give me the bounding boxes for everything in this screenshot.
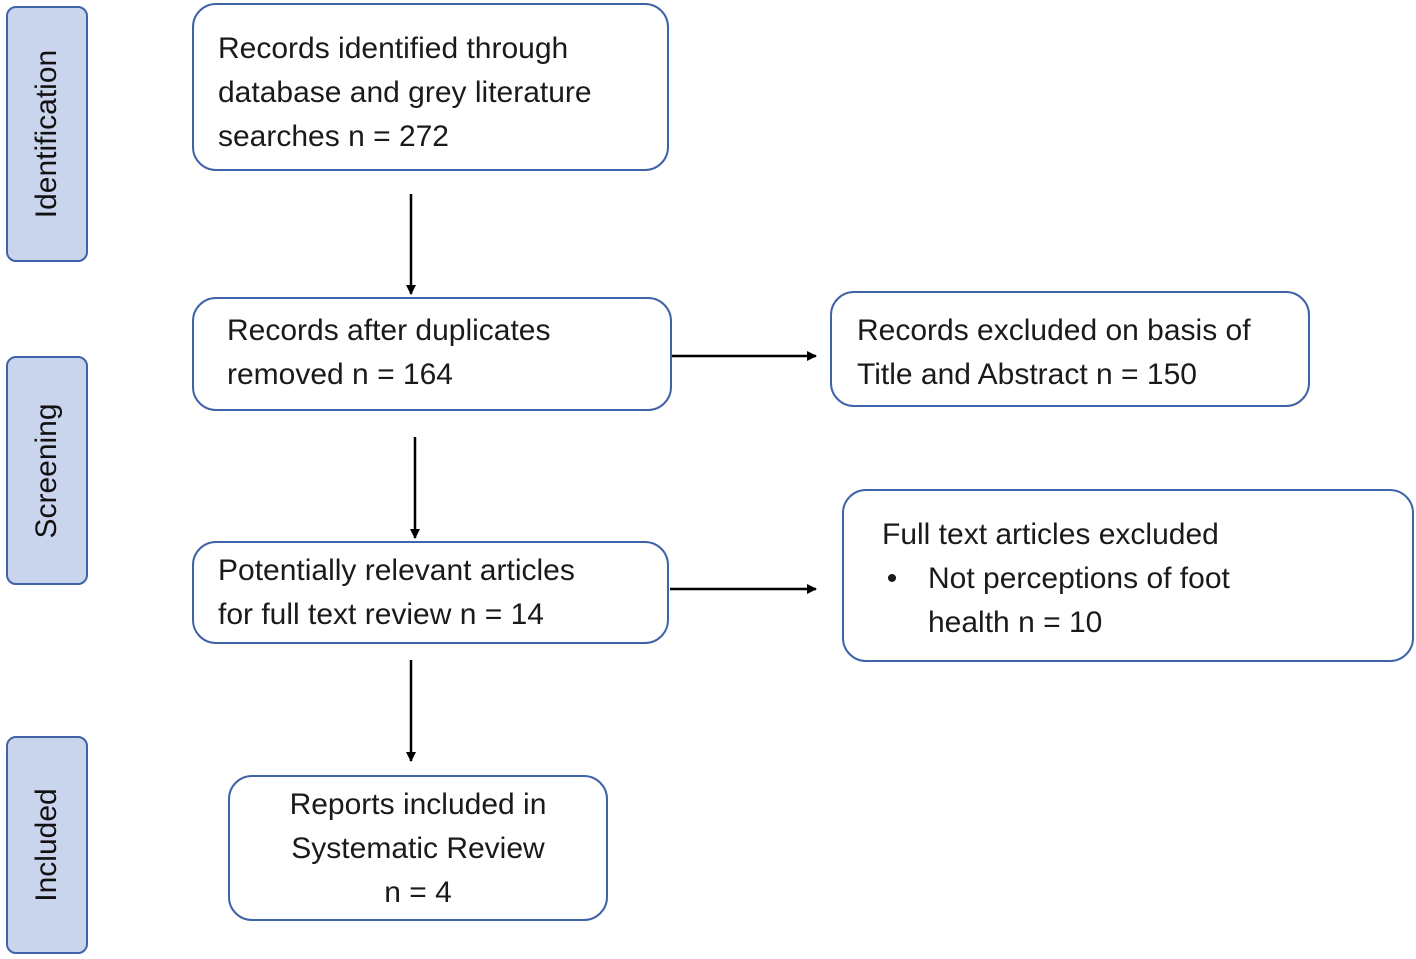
box-text-line: for full text review n = 14: [218, 598, 544, 631]
stage-screening: Screening: [6, 356, 88, 585]
box-text-line: Systematic Review: [291, 832, 545, 865]
box-text-line: Records identified through: [218, 32, 569, 65]
box-text-line: Records after duplicates: [227, 314, 551, 347]
box-text-line: n = 4: [384, 876, 452, 909]
box-text-line: Not perceptions of foot: [928, 562, 1230, 595]
box-text-line: Title and Abstract n = 150: [857, 358, 1197, 391]
box-full-text-review: Potentially relevant articles for full t…: [192, 541, 669, 644]
stage-identification: Identification: [6, 6, 88, 262]
bullet-icon: •: [886, 562, 898, 595]
box-full-text-excluded: Full text articles excluded • Not percep…: [842, 489, 1414, 662]
box-text-line: database and grey literature: [218, 76, 592, 109]
box-text-line: removed n = 164: [227, 358, 453, 391]
box-records-identified: Records identified through database and …: [192, 3, 669, 171]
box-heading: Full text articles excluded: [882, 518, 1219, 551]
box-text-line: searches n = 272: [218, 120, 449, 153]
box-records-excluded-title-abstract: Records excluded on basis of Title and A…: [830, 291, 1310, 407]
box-text-line: Potentially relevant articles: [218, 554, 575, 587]
stage-included: Included: [6, 736, 88, 954]
box-text-line: health n = 10: [928, 606, 1103, 639]
exclusion-reason-item: • Not perceptions of foot health n = 10: [882, 557, 1412, 645]
box-text-line: Reports included in: [289, 788, 547, 821]
box-text-line: Records excluded on basis of: [857, 314, 1251, 347]
box-records-after-duplicates: Records after duplicates removed n = 164: [192, 297, 672, 411]
box-reports-included: Reports included in Systematic Review n …: [228, 775, 608, 921]
